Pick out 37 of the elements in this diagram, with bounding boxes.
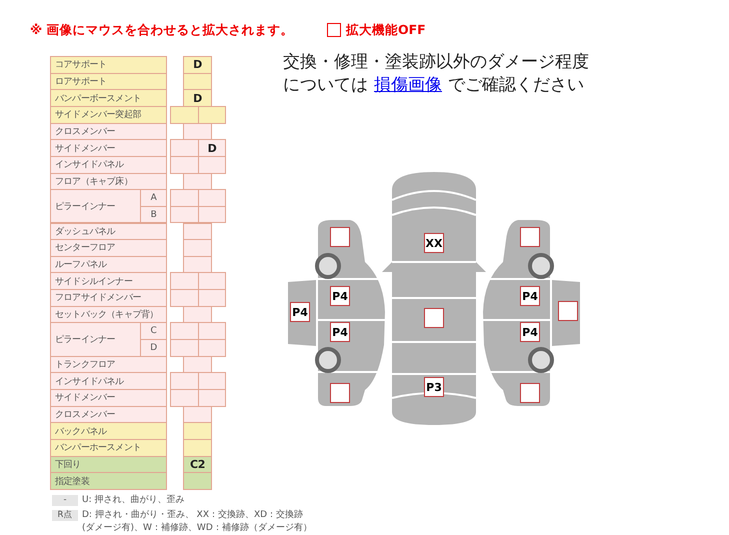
damage-code: P4 xyxy=(520,322,540,342)
part-name: インサイドパネル xyxy=(50,372,167,390)
legend-key: - xyxy=(52,495,78,506)
part-name: バンパーボースメント xyxy=(50,89,167,107)
part-name: サイドシルインナー xyxy=(50,272,167,290)
part-name: コアサポート xyxy=(50,56,167,74)
legend-key: R点 xyxy=(52,510,78,521)
part-name: バックパネル xyxy=(50,422,167,440)
damage-grade: D xyxy=(198,139,226,157)
pillar-letter: B xyxy=(140,206,167,224)
damage-code: P3 xyxy=(424,377,444,397)
part-name: サイドメンバー xyxy=(50,139,167,157)
part-name: インサイドパネル xyxy=(50,156,167,174)
damage-grade: D xyxy=(183,56,212,74)
pillar-letter: C xyxy=(140,322,167,340)
damage-code: P4 xyxy=(520,286,540,306)
part-name: サイドメンバー突起部 xyxy=(50,106,167,124)
part-name: サイドメンバー xyxy=(50,389,167,407)
part-name: バンパーホースメント xyxy=(50,438,167,457)
damage-code: P4 xyxy=(290,302,310,322)
pillar-letter: D xyxy=(140,339,167,357)
damage-grade: D xyxy=(183,89,212,107)
checkbox-label: 拡大機能OFF xyxy=(346,22,426,39)
part-name: 指定塗装 xyxy=(50,472,167,490)
instruction-text: 交換・修理・塗装跡以外のダメージ程度については 損傷画像 でご確認ください xyxy=(283,51,590,97)
damage-code: P4 xyxy=(330,322,350,342)
pillar-letter: A xyxy=(140,189,167,207)
legend-text: D: 押され・曲がり・歪み、 XX：交換跡、XD：交換跡(ダメージ有)、W：補修跡、WD：補修跡（ダメージ有） xyxy=(82,509,313,534)
part-name: ピラーインナー xyxy=(50,322,141,357)
damage-code: XX xyxy=(424,233,444,253)
legend-text: U: 押され、曲がり、歪み xyxy=(82,494,186,506)
part-name: センターフロア xyxy=(50,239,167,257)
damage-code: P4 xyxy=(330,286,350,306)
damage-image-link: 損傷画像 xyxy=(374,75,442,95)
notice-text: ※ 画像にマウスを合わせると拡大されます。 xyxy=(30,22,294,39)
part-name: ピラーインナー xyxy=(50,189,141,224)
part-name: フロアサイドメンバー xyxy=(50,289,167,307)
